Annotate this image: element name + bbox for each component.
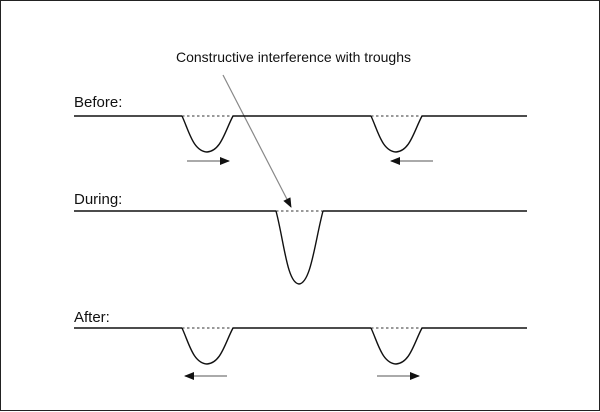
- panel-before: [74, 115, 527, 165]
- annotation-text: Constructive interference with troughs: [176, 49, 411, 65]
- panel-label-before: Before:: [74, 94, 122, 111]
- panel-during: [74, 210, 527, 285]
- after-trough-2: [370, 327, 423, 365]
- before-trough-2: [370, 115, 423, 153]
- annotation-pointer-arrow: [222, 74, 292, 208]
- panel-after: [74, 327, 527, 380]
- during-trough: [275, 210, 324, 285]
- panel-label-during: During:: [74, 191, 122, 208]
- panel-label-after: After:: [74, 309, 110, 326]
- after-trough-1: [181, 327, 234, 365]
- before-trough-1: [181, 115, 234, 153]
